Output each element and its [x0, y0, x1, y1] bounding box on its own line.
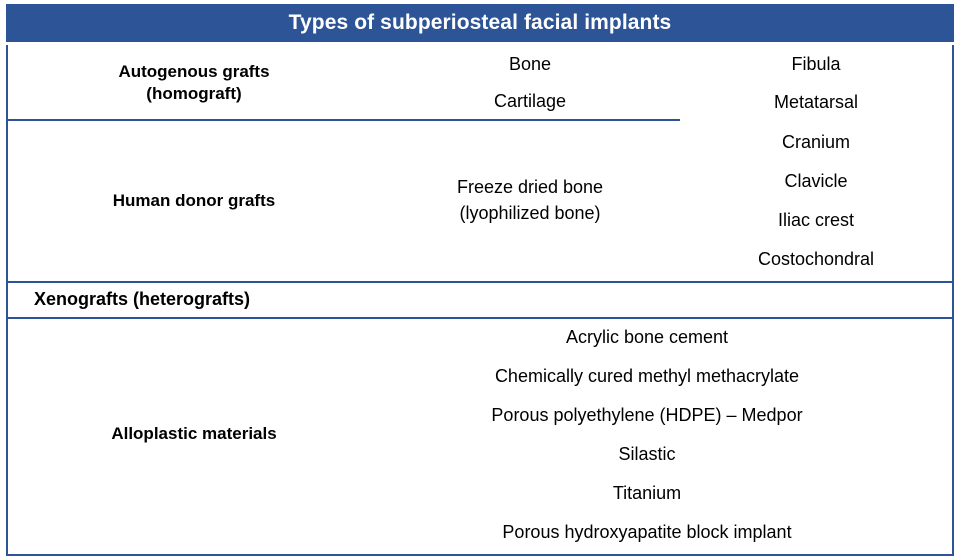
row-label-autogenous-line2: (homograft)	[146, 84, 242, 103]
cell-porous-polyethylene: Porous polyethylene (HDPE) – Medpor	[491, 404, 803, 425]
row-label-alloplastic-text: Alloplastic materials	[111, 424, 277, 444]
row-label-xenografts-text: Xenografts (heterografts)	[34, 289, 251, 310]
row-divider-partial	[8, 119, 680, 121]
table-row: Alloplastic materials Acrylic bone cemen…	[8, 319, 952, 550]
row-label-human-donor-text: Human donor grafts	[112, 190, 276, 210]
table-body: Autogenous grafts (homograft) Bone Carti…	[6, 45, 954, 556]
row-content-alloplastic: Acrylic bone cement Chemically cured met…	[380, 319, 952, 550]
cell-freeze-dried-bone: Freeze dried bone	[456, 177, 604, 198]
table-row: Human donor grafts Freeze dried bone (ly…	[8, 121, 952, 283]
cell-acrylic-bone-cement: Acrylic bone cement	[565, 326, 729, 347]
table-row: Xenografts (heterografts)	[8, 283, 952, 319]
table-title-bar: Types of subperiosteal facial implants	[6, 4, 954, 42]
cell-titanium: Titanium	[612, 482, 682, 503]
row-label-human-donor: Human donor grafts	[8, 121, 380, 281]
row-middle-human-donor: Freeze dried bone (lyophilized bone)	[380, 121, 680, 281]
cell-cartilage: Cartilage	[493, 90, 567, 111]
row-right-autogenous: Fibula Metatarsal	[680, 45, 952, 121]
cell-porous-hydroxyapatite: Porous hydroxyapatite block implant	[502, 521, 792, 542]
row-label-autogenous-line1: Autogenous grafts	[118, 61, 270, 81]
cell-metatarsal: Metatarsal	[773, 91, 859, 112]
row-label-xenografts: Xenografts (heterografts)	[8, 283, 380, 317]
row-middle-autogenous: Bone Cartilage	[380, 45, 680, 121]
table-row: Autogenous grafts (homograft) Bone Carti…	[8, 45, 952, 121]
cell-costochondral: Costochondral	[757, 249, 875, 269]
cell-bone: Bone	[508, 53, 552, 74]
row-label-autogenous: Autogenous grafts (homograft)	[8, 45, 380, 121]
cell-clavicle: Clavicle	[784, 171, 848, 191]
cell-cranium: Cranium	[781, 132, 851, 152]
cell-fibula: Fibula	[791, 53, 841, 74]
cell-lyophilized-bone: (lyophilized bone)	[459, 203, 601, 223]
cell-methyl-methacrylate: Chemically cured methyl methacrylate	[494, 365, 800, 386]
page-title: Types of subperiosteal facial implants	[288, 11, 672, 34]
row-right-human-donor: Cranium Clavicle Iliac crest Costochondr…	[680, 121, 952, 281]
row-label-alloplastic: Alloplastic materials	[8, 319, 380, 550]
cell-silastic: Silastic	[618, 443, 676, 464]
cell-iliac-crest: Iliac crest	[777, 210, 855, 230]
